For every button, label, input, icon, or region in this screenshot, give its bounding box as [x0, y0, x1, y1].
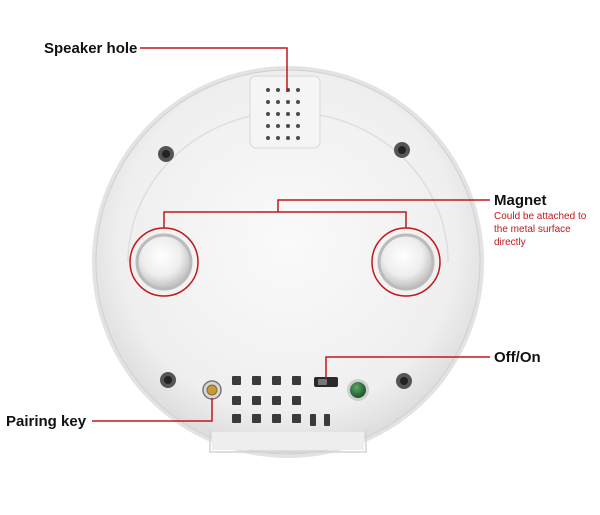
- label-magnet-note-3: directly: [494, 237, 526, 248]
- vent-slots: [232, 376, 330, 426]
- speaker-grille: [249, 75, 321, 149]
- power-switch: [314, 377, 338, 387]
- label-magnet-note-1: Could be attached to: [494, 211, 587, 222]
- label-pairing-key: Pairing key: [6, 413, 87, 430]
- callout-lines: [92, 47, 490, 422]
- status-led: [347, 379, 369, 401]
- screw: [394, 142, 410, 158]
- label-speaker-hole: Speaker hole: [44, 40, 138, 57]
- label-magnet-note-2: the metal surface: [494, 224, 571, 235]
- callout-pairing-key: [92, 398, 213, 422]
- label-magnet: Magnet: [494, 192, 547, 209]
- label-off-on: Off/On: [494, 349, 541, 366]
- callout-magnet-bracket: [163, 211, 407, 228]
- screw: [160, 372, 176, 388]
- screw: [158, 146, 174, 162]
- magnet-right: [371, 227, 441, 297]
- pairing-key-button: [202, 380, 222, 400]
- screw: [396, 373, 412, 389]
- callout-speaker-hole: [140, 47, 288, 92]
- magnet-left: [129, 227, 199, 297]
- callout-off-on: [325, 356, 490, 378]
- callout-magnet: [277, 199, 490, 212]
